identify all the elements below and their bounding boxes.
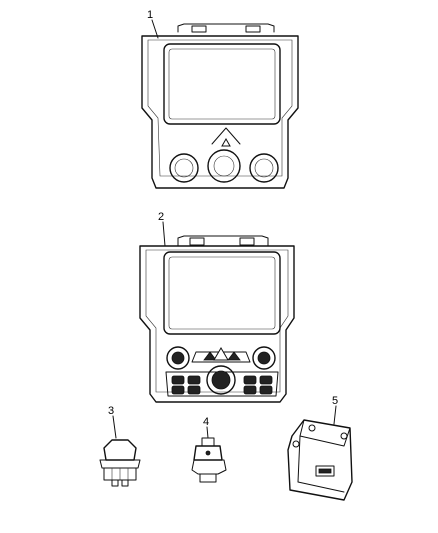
sensor-tip	[199, 473, 217, 483]
display-screen	[163, 251, 281, 335]
left-knob-cap	[174, 158, 194, 178]
left-temp-knob-cap	[171, 351, 185, 365]
left-knob	[169, 153, 199, 183]
callout-3: 3	[108, 405, 114, 417]
mount-hole	[292, 440, 300, 448]
center-knob	[207, 149, 241, 183]
mount-tab	[239, 237, 255, 246]
leader-line-4	[206, 426, 209, 439]
mount-tab	[189, 237, 205, 246]
button-icon	[227, 351, 241, 361]
callout-2: 2	[158, 211, 164, 223]
hvac-button	[259, 375, 273, 385]
hvac-button	[187, 385, 201, 395]
bezel-outline	[141, 35, 299, 189]
part-2-radio-bezel: 2	[139, 211, 295, 403]
lower-button-bank	[165, 371, 279, 397]
center-knob-cap	[213, 155, 235, 177]
bezel-inner-edge	[145, 249, 289, 393]
display-glass	[168, 48, 276, 120]
module-connector-port	[318, 468, 332, 474]
hazard-icon	[221, 137, 231, 147]
callout-1: 1	[147, 9, 153, 21]
mount-hole	[308, 424, 316, 432]
display-screen	[163, 43, 281, 125]
hvac-button	[187, 375, 201, 385]
part-5-control-module: 5	[287, 395, 353, 501]
right-knob-cap	[254, 158, 274, 178]
right-knob	[249, 153, 279, 183]
mount-tab	[245, 25, 261, 33]
part-3-switch: 3	[99, 405, 141, 487]
module-housing	[287, 419, 353, 501]
top-mount-bracket	[177, 23, 275, 33]
sensor-port	[205, 450, 211, 456]
hvac-button	[171, 375, 185, 385]
callout-4: 4	[203, 416, 209, 428]
part-4-sensor: 4	[191, 416, 227, 483]
switch-cap	[103, 439, 137, 461]
top-mount-bracket	[177, 235, 269, 247]
bezel-outline	[139, 245, 295, 403]
display-glass	[168, 256, 276, 330]
right-temp-knob-cap	[257, 351, 271, 365]
switch-flange	[99, 459, 141, 469]
sensor-head	[201, 437, 215, 447]
hvac-button	[243, 385, 257, 395]
leader-line-1	[151, 19, 159, 39]
leader-line-5	[333, 405, 337, 425]
bezel-inner-edge	[147, 39, 293, 177]
hazard-surround	[211, 127, 241, 145]
mount-tab	[191, 25, 207, 33]
sensor-connector	[191, 459, 227, 475]
module-connector	[315, 465, 335, 477]
center-fan-knob-cap	[211, 370, 231, 390]
switch-clip	[111, 479, 119, 487]
right-temp-knob	[252, 346, 276, 370]
mount-hole	[340, 432, 348, 440]
module-face-edge	[297, 435, 345, 493]
hvac-button	[243, 375, 257, 385]
left-temp-knob	[166, 346, 190, 370]
leader-line-2	[162, 221, 166, 247]
part-1-radio-bezel: 1	[141, 9, 299, 189]
center-fan-knob	[206, 365, 236, 395]
button-strip	[191, 351, 251, 363]
switch-clip	[121, 479, 129, 487]
leader-line-3	[112, 415, 117, 439]
hvac-button	[171, 385, 185, 395]
button-icon	[203, 351, 217, 361]
callout-5: 5	[332, 395, 338, 407]
hvac-button	[259, 385, 273, 395]
hazard-icon	[213, 347, 229, 361]
